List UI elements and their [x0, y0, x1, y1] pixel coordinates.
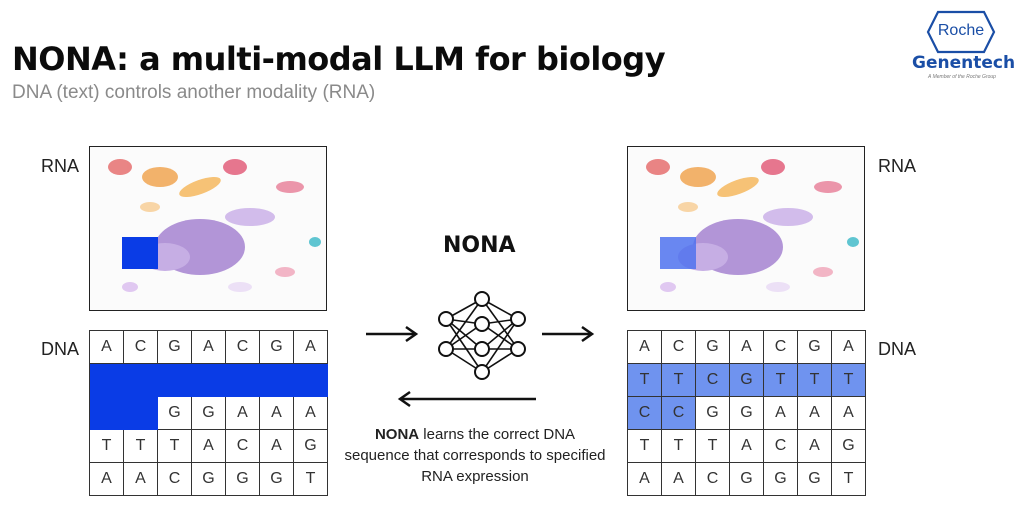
dna-cell: C [696, 364, 730, 397]
dna-cell: G [158, 397, 192, 430]
rna-expression-image-right [627, 146, 865, 311]
dna-cell: A [90, 463, 124, 496]
arrow-right-icon [542, 325, 595, 343]
dna-cell: A [260, 397, 294, 430]
rna-query-region [660, 237, 696, 269]
dna-cell: A [294, 397, 328, 430]
dna-cell: G [158, 331, 192, 364]
dna-cell: A [124, 463, 158, 496]
dna-label-right: DNA [878, 339, 917, 359]
dna-cell: C [628, 397, 662, 430]
dna-cell: G [832, 430, 866, 463]
dna-cell: T [294, 463, 328, 496]
rna-splatter-left [108, 159, 321, 292]
dna-cell: A [628, 331, 662, 364]
dna-cell: T [158, 430, 192, 463]
dna-cell: A [730, 331, 764, 364]
dna-cell: G [798, 463, 832, 496]
dna-cell: T [124, 430, 158, 463]
dna-cell: G [730, 397, 764, 430]
dna-cell: C [662, 331, 696, 364]
caption-model-name: NONA [374, 426, 420, 443]
dna-cell: A [90, 331, 124, 364]
dna-cell: C [696, 463, 730, 496]
dna-cell: T [798, 364, 832, 397]
dna-cell: C [662, 397, 696, 430]
roche-genentech-logo: Roche Genentech A Member of the Roche Gr… [912, 10, 1016, 82]
dna-cell: A [294, 331, 328, 364]
dna-cell: T [662, 430, 696, 463]
dna-cell: A [832, 397, 866, 430]
dna-cell: G [696, 331, 730, 364]
dna-cell: A [798, 430, 832, 463]
rna-expression-image-left [89, 146, 327, 311]
dna-cell: A [798, 397, 832, 430]
dna-cell: G [260, 331, 294, 364]
dna-cell: T [662, 364, 696, 397]
masked-region-top [90, 364, 328, 397]
dna-cell: T [628, 430, 662, 463]
rna-query-region [122, 237, 158, 269]
caption: NONA learns the correct DNA sequence tha… [344, 424, 606, 487]
neural-network-icon [438, 291, 526, 380]
dna-cell: G [260, 463, 294, 496]
dna-cell: T [628, 364, 662, 397]
roche-logo-text: Roche [937, 22, 985, 39]
dna-cell: A [260, 430, 294, 463]
dna-cell: C [226, 430, 260, 463]
arrow-right-icon [366, 325, 419, 343]
rna-splatter-right [646, 159, 859, 292]
dna-cell: G [192, 463, 226, 496]
dna-cell: A [730, 430, 764, 463]
dna-cell: G [192, 397, 226, 430]
dna-cell: G [798, 331, 832, 364]
dna-cell: G [730, 463, 764, 496]
dna-cell: A [764, 397, 798, 430]
dna-cell: A [192, 331, 226, 364]
dna-cell: A [192, 430, 226, 463]
caption-text: learns the correct DNA sequence that cor… [344, 426, 606, 485]
dna-cell: A [832, 331, 866, 364]
dna-cell: C [158, 463, 192, 496]
rna-label-right: RNA [878, 156, 917, 176]
slide-subtitle: DNA (text) controls another modality (RN… [12, 82, 376, 103]
rna-label-left: RNA [41, 156, 80, 176]
dna-cell: A [226, 397, 260, 430]
dna-cell: G [730, 364, 764, 397]
model-label: NONA [443, 233, 516, 258]
dna-cell: G [226, 463, 260, 496]
dna-cell: A [628, 463, 662, 496]
masked-region-bottom [90, 396, 158, 430]
dna-cell: C [124, 331, 158, 364]
dna-cell: G [294, 430, 328, 463]
dna-cell: T [90, 430, 124, 463]
dna-cell: T [764, 364, 798, 397]
dna-cell: T [832, 364, 866, 397]
dna-label-left: DNA [41, 339, 80, 359]
genentech-logo-text: Genentech [912, 53, 1016, 73]
arrow-left-icon [397, 390, 536, 408]
dna-cell: G [696, 397, 730, 430]
genentech-tagline: A Member of the Roche Group [928, 74, 996, 80]
dna-cell: G [764, 463, 798, 496]
dna-cell: C [226, 331, 260, 364]
roche-hexagon-icon [926, 10, 996, 54]
dna-cell: T [832, 463, 866, 496]
dna-cell: C [764, 331, 798, 364]
slide-title: NONA: a multi-modal LLM for biology [12, 40, 666, 78]
dna-cell: A [662, 463, 696, 496]
dna-cell: T [696, 430, 730, 463]
dna-cell: C [764, 430, 798, 463]
